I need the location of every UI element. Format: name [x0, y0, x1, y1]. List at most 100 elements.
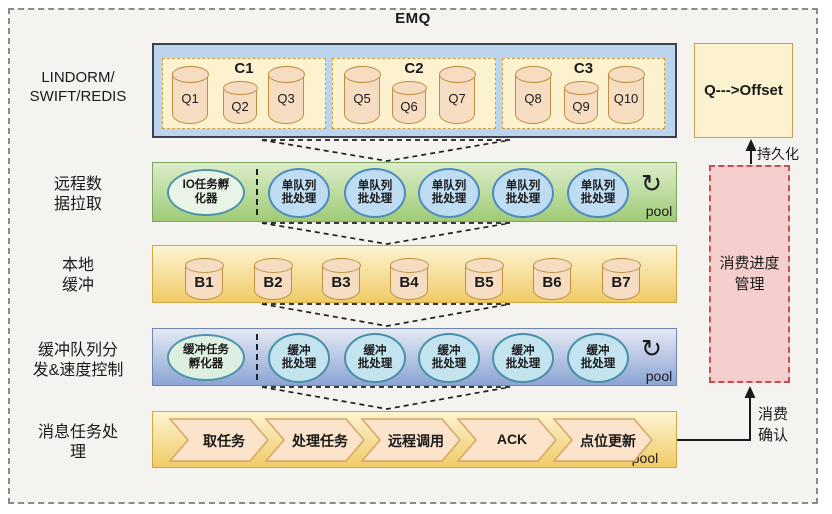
worker-line1: 缓冲: [287, 344, 311, 357]
cluster-c2-name: C2: [404, 60, 424, 77]
buffer-cylinder-b1: B1: [184, 257, 224, 300]
buffer-cylinder-b4: B4: [389, 257, 429, 300]
buffer-task-spawner-line1: 缓冲任务: [183, 344, 229, 357]
consume-progress-line1: 消费进度: [719, 255, 780, 272]
queue-q8-label: Q8: [524, 91, 542, 106]
queue-q3-label: Q3: [277, 91, 295, 106]
label-local-buffer: 本地 缓冲: [16, 256, 140, 296]
label-queue-layer: LINDORM/ SWIFT/REDIS: [16, 68, 140, 106]
pool-loop-icon: ↻: [641, 335, 662, 363]
buffer-b3-label: B3: [331, 273, 351, 291]
buffer-task-spawner-ellipse: 缓冲任务 孵化器: [167, 334, 245, 381]
label-buffer-dispatch-line1: 缓冲队列分: [37, 342, 118, 359]
queue-cylinder-q3: Q3: [267, 65, 305, 124]
step-offset-update: 点位更新: [580, 433, 636, 449]
buffer-batch-worker-2: 缓冲批处理: [344, 333, 406, 383]
queue-cylinder-q9: Q9: [563, 80, 599, 124]
buffer-cylinder-b2: B2: [253, 257, 293, 300]
queue-cylinder-q10: Q10: [607, 65, 645, 124]
label-buffer-dispatch-line2: 发&速度控制: [32, 362, 124, 379]
consume-confirm-line2: 确认: [758, 427, 789, 444]
label-task-processing-line2: 理: [69, 444, 86, 461]
q-offset-box: Q--->Offset: [694, 43, 793, 138]
consume-confirm-label: 消费 确认: [758, 404, 788, 446]
queue-cylinder-q8: Q8: [514, 65, 552, 124]
buffer-batch-worker-5: 缓冲批处理: [567, 333, 629, 383]
buffer-batch-worker-3: 缓冲批处理: [418, 333, 480, 383]
local-buffer-row: B1 B2 B3 B4 B5 B6 B7: [152, 245, 677, 303]
queue-q2-label: Q2: [231, 98, 249, 114]
buffer-cylinder-b6: B6: [532, 257, 572, 300]
single-queue-batch-worker-1: 单队列批处理: [268, 168, 330, 218]
step-fetch-task: 取任务: [203, 433, 245, 449]
queue-q9-label: Q9: [572, 98, 590, 114]
queue-cylinder-q6: Q6: [391, 80, 427, 124]
queue-cylinder-q7: Q7: [438, 65, 476, 124]
cluster-c1: C1 Q1 Q2 Q3: [162, 58, 326, 129]
queue-q6-label: Q6: [400, 98, 418, 114]
queue-container: C1 Q1 Q2 Q3 C2 Q5 Q6 Q7 C3 Q8 Q9 Q10: [152, 43, 677, 138]
buffer-b2-label: B2: [263, 273, 283, 291]
worker-line2: 批处理: [357, 358, 393, 370]
buffer-task-spawner-line2: 孵化器: [188, 357, 224, 370]
worker-line2: 批处理: [505, 358, 541, 370]
cluster-c1-name: C1: [234, 60, 254, 77]
buffer-dispatch-row: 缓冲任务 孵化器 缓冲批处理 缓冲批处理 缓冲批处理 缓冲批处理 缓冲批处理 ↻…: [152, 328, 677, 386]
worker-line1: 缓冲: [363, 344, 387, 357]
queue-cylinder-q1: Q1: [171, 65, 209, 124]
label-task-processing-line1: 消息任务处: [37, 424, 118, 441]
diagram-title: EMQ: [395, 10, 431, 27]
buffer-b5-label: B5: [474, 273, 494, 291]
buffer-b7-label: B7: [611, 273, 631, 291]
pool-label: pool: [645, 368, 673, 384]
step-ack: ACK: [496, 431, 528, 447]
buffer-cylinder-b7: B7: [601, 257, 641, 300]
single-queue-batch-worker-5: 单队列批处理: [567, 168, 629, 218]
worker-line2: 批处理: [505, 193, 541, 205]
worker-line2: 批处理: [580, 358, 616, 370]
persist-label: 持久化: [757, 146, 799, 162]
queue-q10-label: Q10: [613, 91, 639, 106]
worker-line1: 缓冲: [586, 344, 610, 357]
buffer-b4-label: B4: [399, 273, 419, 291]
consume-progress-line2: 管理: [734, 276, 765, 293]
buffer-b6-label: B6: [542, 273, 562, 291]
io-task-spawner-ellipse: IO任务孵 化器: [167, 169, 245, 216]
label-task-processing: 消息任务处 理: [16, 423, 140, 463]
remote-pull-row: IO任务孵 化器 单队列批处理 单队列批处理 单队列批处理 单队列批处理 单队列…: [152, 162, 677, 222]
spawner-divider: [256, 169, 258, 215]
step-handle-task: 处理任务: [292, 433, 348, 449]
cluster-c2: C2 Q5 Q6 Q7: [332, 58, 496, 129]
queue-q7-label: Q7: [448, 91, 466, 106]
label-remote-pull: 远程数 据拉取: [16, 175, 140, 215]
buffer-cylinder-b3: B3: [321, 257, 361, 300]
pool-label: pool: [645, 203, 673, 219]
label-buffer-dispatch: 缓冲队列分 发&速度控制: [16, 341, 140, 381]
worker-line1: 单队列: [431, 179, 467, 192]
worker-line2: 批处理: [281, 193, 317, 205]
queue-q1-label: Q1: [181, 91, 199, 106]
worker-line1: 缓冲: [437, 344, 461, 357]
queue-q5-label: Q5: [353, 91, 371, 106]
label-remote-pull-line1: 远程数: [53, 176, 102, 193]
consume-progress-box: 消费进度 管理: [709, 165, 790, 383]
buffer-b1-label: B1: [194, 273, 214, 291]
step-remote-call: 远程调用: [388, 433, 444, 449]
queue-cylinder-q5: Q5: [343, 65, 381, 124]
worker-line2: 批处理: [431, 358, 467, 370]
buffer-cylinder-b5: B5: [464, 257, 504, 300]
single-queue-batch-worker-3: 单队列批处理: [418, 168, 480, 218]
spawner-divider: [256, 334, 258, 380]
worker-line1: 单队列: [357, 179, 393, 192]
cluster-c3-name: C3: [573, 60, 594, 77]
worker-line1: 单队列: [281, 179, 317, 192]
worker-line2: 批处理: [431, 193, 467, 205]
worker-line2: 批处理: [281, 358, 317, 370]
worker-line2: 批处理: [357, 193, 393, 205]
io-task-spawner-line2: 化器: [194, 192, 218, 205]
single-queue-batch-worker-2: 单队列批处理: [344, 168, 406, 218]
queue-cylinder-q2: Q2: [222, 80, 258, 124]
worker-line1: 缓冲: [511, 344, 535, 357]
worker-line1: 单队列: [580, 179, 616, 192]
single-queue-batch-worker-4: 单队列批处理: [492, 168, 554, 218]
